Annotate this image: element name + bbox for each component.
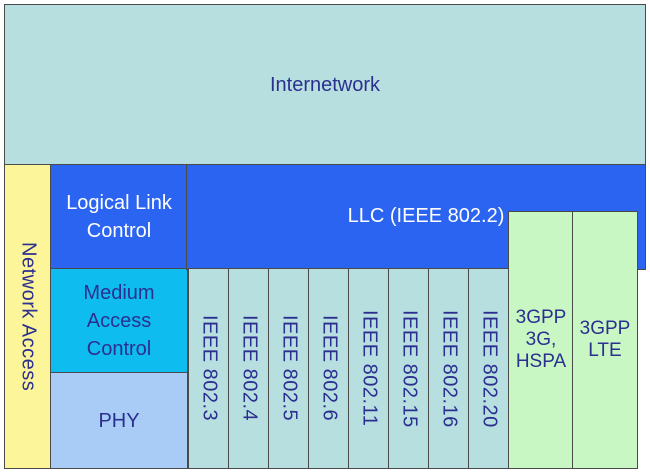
network-access-layer: Network Access (4, 164, 52, 469)
ieee-column: IEEE 802.5 (268, 268, 310, 469)
mac-row-label: Medium Access Control (83, 282, 155, 360)
threegpp-lte-label: 3GPP LTE (579, 318, 631, 361)
ieee-standard-label: IEEE 802.3 (198, 315, 221, 422)
ieee-standard-label: IEEE 802.11 (358, 310, 381, 427)
threegpp-3g-column: 3GPP 3G, HSPA (508, 211, 574, 469)
ieee-column: IEEE 802.11 (348, 268, 390, 469)
phy-row-label: PHY (98, 409, 140, 432)
threegpp-lte-column: 3GPP LTE (572, 211, 638, 469)
ieee-standard-label: IEEE 802.5 (278, 315, 301, 422)
mac-row-header: Medium Access Control (50, 268, 188, 374)
ieee-standard-label: IEEE 802.15 (398, 309, 421, 428)
llc-standard-label: LLC (IEEE 802.2) (186, 164, 646, 270)
ieee-column: IEEE 802.3 (188, 268, 230, 469)
ieee-column: IEEE 802.15 (388, 268, 430, 469)
ieee-column: IEEE 802.16 (428, 268, 470, 469)
ieee-standard-label: IEEE 802.20 (478, 309, 501, 428)
internetwork-layer: Internetwork (4, 4, 646, 166)
network-access-label: Network Access (17, 241, 40, 392)
ieee-standard-label: IEEE 802.6 (318, 315, 341, 422)
threegpp-3g-label: 3GPP 3G, HSPA (515, 307, 567, 372)
ieee-standard-label: IEEE 802.4 (238, 315, 261, 422)
llc-row-header: Logical Link Control (50, 164, 188, 270)
ieee-standard-label: IEEE 802.16 (438, 309, 461, 428)
llc-row-label: Logical Link Control (66, 192, 172, 242)
ieee-column: IEEE 802.4 (228, 268, 270, 469)
internetwork-label: Internetwork (269, 74, 381, 96)
ieee-column: IEEE 802.6 (308, 268, 350, 469)
llc-standard-text: LLC (IEEE 802.2) (347, 205, 505, 227)
ieee-column: IEEE 802.20 (468, 268, 510, 469)
phy-row-header: PHY (50, 372, 188, 469)
